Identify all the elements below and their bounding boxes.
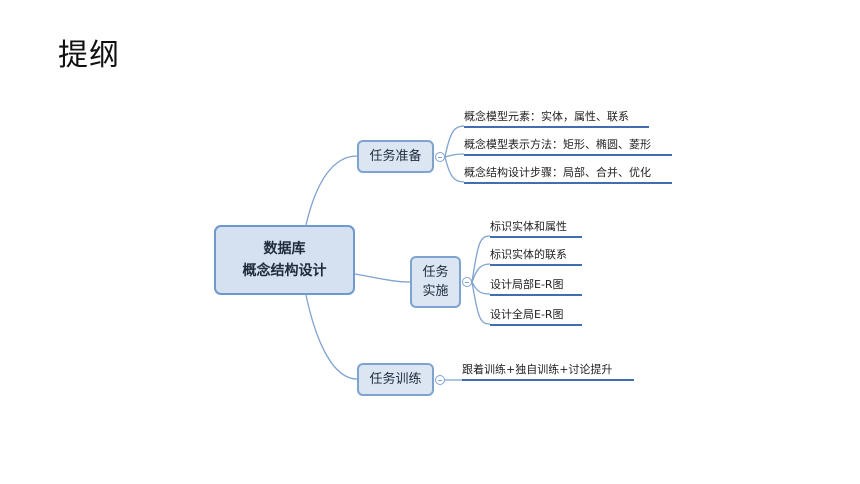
branch-node-task-prep[interactable]: 任务准备 — [357, 140, 434, 173]
root-node-line1: 数据库 — [263, 241, 306, 257]
connector-root-impl — [354, 273, 411, 283]
leaf-node[interactable]: 概念模型表示方法：矩形、椭圆、菱形 — [464, 138, 651, 151]
leaf-underline — [464, 126, 649, 128]
leaf-node[interactable]: 标识实体和属性 — [490, 220, 567, 233]
leaf-node[interactable]: 设计局部E-R图 — [490, 278, 564, 291]
branch-node-label: 任务准备 — [369, 149, 422, 164]
collapse-icon[interactable] — [435, 152, 445, 162]
collapse-icon[interactable] — [462, 277, 472, 287]
root-node-line2: 概念结构设计 — [242, 263, 327, 279]
leaf-node[interactable]: 概念结构设计步骤：局部、合并、优化 — [464, 166, 651, 179]
connector-impl-leaf2 — [471, 263, 491, 283]
connector-root-prep — [305, 155, 358, 226]
leaf-underline — [490, 264, 582, 266]
leaf-node[interactable]: 跟着训练+独自训练+讨论提升 — [462, 363, 613, 376]
leaf-underline — [462, 379, 634, 381]
leaf-underline — [464, 154, 672, 156]
mindmap-panel: 数据库 概念结构设计 任务准备 任务 实施 任务训练 概念模型元素：实体，属性、… — [198, 92, 686, 410]
branch-node-label-line1: 任务 — [422, 265, 449, 280]
connector-impl-leaf3 — [471, 281, 491, 295]
mindmap-connectors — [305, 125, 491, 381]
connector-impl-leaf1 — [471, 235, 491, 283]
leaf-node[interactable]: 设计全局E-R图 — [490, 308, 564, 321]
connector-prep-leaf2 — [444, 153, 465, 158]
leaf-node[interactable]: 标识实体的联系 — [490, 248, 567, 261]
branch-node-task-train[interactable]: 任务训练 — [357, 363, 434, 396]
branch-node-task-impl[interactable]: 任务 实施 — [410, 256, 461, 308]
leaf-underline — [490, 294, 582, 296]
connector-prep-leaf1 — [444, 125, 465, 158]
collapse-icon[interactable] — [435, 375, 445, 385]
leaf-underline — [464, 182, 672, 184]
connector-root-train — [305, 294, 358, 380]
connector-impl-leaf4 — [471, 281, 491, 325]
root-node[interactable]: 数据库 概念结构设计 — [214, 225, 355, 295]
leaf-node[interactable]: 概念模型元素：实体，属性、联系 — [464, 110, 629, 123]
branch-node-label: 任务训练 — [369, 372, 422, 387]
page-title: 提纲 — [58, 38, 120, 73]
connector-prep-leaf3 — [444, 156, 465, 183]
branch-node-label-line2: 实施 — [422, 284, 449, 299]
leaf-underline — [490, 324, 582, 326]
leaf-underline — [490, 236, 582, 238]
